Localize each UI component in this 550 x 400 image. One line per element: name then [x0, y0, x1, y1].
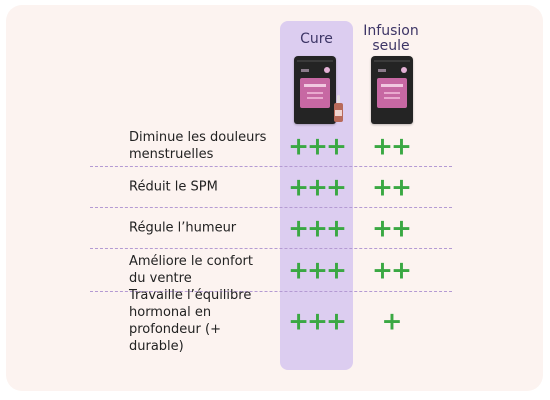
- infusion-header-line1: Infusion: [363, 23, 419, 39]
- infusion-column-header: Infusion seule: [355, 24, 427, 54]
- infusion-rating: ++: [372, 172, 412, 202]
- row-label: Réduit le SPM: [129, 179, 218, 195]
- infusion-rating: ++: [372, 131, 412, 161]
- cure-rating: +++: [288, 255, 347, 285]
- table-row: Travaille l’équilibre hormonal en profon…: [90, 288, 452, 354]
- row-label: Travaille l’équilibre hormonal en profon…: [129, 288, 252, 354]
- dropper-bottle-icon: [334, 95, 343, 122]
- row-label: Régule l’humeur: [129, 220, 237, 236]
- infusion-rating: +: [381, 306, 403, 336]
- infusion-rating: ++: [372, 255, 412, 285]
- table-row: Diminue les douleurs menstruelles +++ ++: [90, 126, 452, 167]
- row-label: Diminue les douleurs menstruelles: [129, 130, 267, 162]
- row-label: Améliore le confort du ventre: [129, 254, 253, 286]
- cure-header-text: Cure: [300, 31, 333, 47]
- tea-pouch-icon: [371, 56, 413, 124]
- infusion-header-line2: seule: [372, 38, 410, 54]
- cure-rating: +++: [288, 131, 347, 161]
- cure-rating: +++: [288, 306, 347, 336]
- cure-column-header: Cure: [280, 32, 353, 47]
- table-row: Améliore le confort du ventre +++ ++: [90, 249, 452, 292]
- cure-rating: +++: [288, 172, 347, 202]
- cure-rating: +++: [288, 213, 347, 243]
- comparison-card: [6, 5, 543, 391]
- table-row: Régule l’humeur +++ ++: [90, 208, 452, 249]
- tea-pouch-icon: [294, 56, 336, 124]
- table-row: Réduit le SPM +++ ++: [90, 167, 452, 208]
- infusion-rating: ++: [372, 213, 412, 243]
